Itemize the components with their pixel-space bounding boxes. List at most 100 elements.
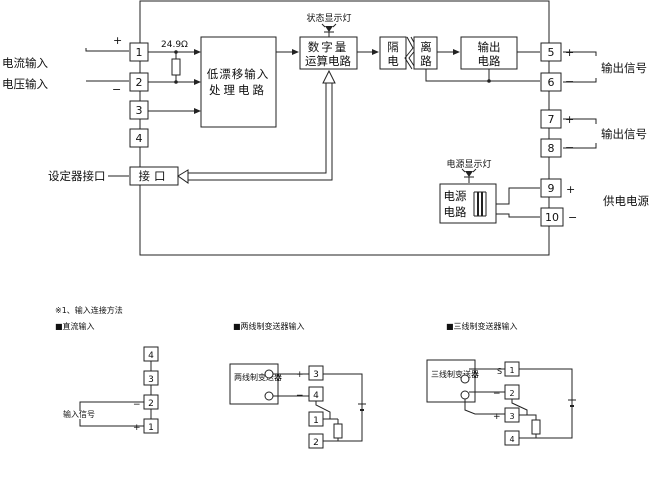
isolation-left-b: 电	[387, 54, 399, 68]
three-wire-plus-terminal-icon	[460, 374, 470, 384]
terminal-3-label: 3	[136, 104, 143, 117]
three-wire-title: ■三线制变送器输入	[446, 321, 518, 331]
drift-input-block	[200, 36, 277, 128]
arrow-head-1	[194, 49, 201, 55]
isolation-left-a: 隔	[387, 40, 399, 54]
current-input-label: 电流输入	[2, 56, 48, 70]
input-wire-plus	[85, 48, 129, 52]
terminal-6	[540, 72, 562, 92]
arrow-head-2	[194, 79, 201, 85]
terminal-7	[540, 109, 562, 129]
power-lamp-icon	[461, 168, 477, 183]
three-wire-battery-icon	[568, 399, 576, 407]
three-wire-minus-terminal-icon	[460, 390, 470, 400]
output-block-line1: 输出	[478, 40, 501, 54]
terminal-4-label: 4	[136, 132, 143, 145]
drift-block-line2: 处理电路	[209, 83, 267, 97]
two-wire-terminal-3	[308, 365, 324, 381]
voltage-input-label: 电压输入	[2, 77, 48, 91]
dc-plus-sign: +	[133, 423, 141, 433]
terminal-8-label: 8	[548, 142, 555, 155]
shunt-resistor	[171, 58, 181, 76]
digital-block-line1: 数字量	[308, 40, 349, 54]
terminal-9-label: 9	[548, 182, 555, 195]
power-lamp-label: 电源显示灯	[446, 158, 491, 170]
transformer-icon	[473, 191, 487, 217]
dc-terminal-3-label: 3	[148, 375, 154, 385]
three-wire-transmitter-label: 三线制变送器	[431, 369, 479, 379]
two-wire-title: ■两线制变送器输入	[233, 321, 305, 331]
output-block-line2: 电路	[478, 54, 501, 68]
output-signal-label-1: 输出信号	[601, 61, 647, 75]
power-wire-minus	[496, 213, 540, 218]
two-wire-terminal-3-label: 3	[313, 370, 319, 380]
two-wire-plus-terminal-icon	[264, 369, 274, 379]
terminal-1-label: 1	[136, 46, 143, 59]
status-lamp-label: 状态显示灯	[306, 12, 351, 24]
three-wire-minus-sign: −	[493, 389, 501, 399]
terminal-5-label: 5	[548, 46, 555, 59]
dc-signal-label: 输入信号	[63, 409, 95, 419]
digital-block-line2: 运算电路	[305, 54, 351, 68]
interface-bus-double-arrow	[177, 69, 336, 184]
three-wire-wire-minus	[464, 399, 505, 415]
out2-wire-minus	[563, 143, 597, 149]
terminal-10-label: 10	[545, 211, 559, 224]
two-wire-loop	[323, 373, 363, 442]
dc-terminal-2-label: 2	[148, 399, 154, 409]
dc-terminal-1-label: 1	[148, 423, 154, 433]
interface-box-label: 接口	[139, 169, 170, 183]
three-wire-terminal-4-label: 4	[509, 435, 514, 444]
three-wire-resistor-link	[519, 414, 537, 420]
power-supply-label: 供电电源	[603, 194, 649, 208]
three-wire-resistor	[531, 419, 541, 435]
three-wire-terminal-2-label: 2	[509, 389, 514, 398]
terminal-6-label: 6	[548, 76, 555, 89]
arrow-head-6	[453, 49, 460, 55]
terminal-7-label: 7	[548, 113, 555, 126]
two-wire-transmitter-label: 两线制变送器	[234, 372, 282, 382]
resistor-value: 24.9Ω	[161, 40, 188, 50]
two-wire-terminal-1-label: 1	[313, 416, 319, 426]
dc-wire-plus	[79, 419, 144, 427]
supply-plus: +	[566, 183, 575, 196]
dc-minus-sign: −	[133, 400, 141, 410]
terminal-9	[540, 178, 562, 198]
node-dot-3	[487, 79, 491, 83]
dc-input-title: ■直流输入	[55, 321, 95, 331]
two-wire-plus-sign: +	[296, 370, 304, 380]
drift-block-line1: 低漂移输入	[207, 67, 270, 81]
arrow-head-5	[372, 49, 379, 55]
status-lamp-icon	[321, 23, 337, 37]
input-minus-sign: −	[112, 83, 121, 96]
input-plus-sign: +	[113, 34, 122, 47]
supply-minus: −	[568, 211, 577, 224]
power-block-line2: 电路	[444, 205, 467, 219]
three-wire-terminal-1-label: 1	[509, 366, 514, 375]
isolation-zigzag-a	[404, 36, 414, 70]
dc-terminal-4-label: 4	[148, 351, 154, 361]
terminal-10	[540, 207, 564, 227]
output-signal-label-2: 输出信号	[601, 127, 647, 141]
out1-wire-minus	[563, 78, 597, 83]
digital-operation-block	[299, 36, 358, 70]
wiring-section-title: ※1、输入连接方法	[55, 305, 123, 315]
dc-wire-minus	[79, 401, 144, 411]
terminal-5	[540, 42, 562, 62]
power-circuit-block	[439, 183, 497, 224]
output-circuit-block	[460, 36, 518, 70]
three-wire-terminal-3-label: 3	[509, 412, 514, 421]
terminal-3	[129, 100, 149, 120]
out2-wire-plus	[563, 118, 597, 124]
isolation-right-a: 离	[420, 40, 432, 54]
arrow-head-4	[292, 49, 299, 55]
two-wire-terminal-2-label: 2	[313, 438, 319, 448]
two-wire-minus-terminal-icon	[264, 391, 274, 401]
terminal-4	[129, 128, 149, 148]
three-wire-s-label: S	[497, 367, 502, 376]
arrow-head-3	[194, 108, 201, 114]
terminal-2-label: 2	[136, 76, 143, 89]
isolation-right-b: 路	[420, 54, 432, 68]
isolation-block-left	[379, 36, 407, 70]
